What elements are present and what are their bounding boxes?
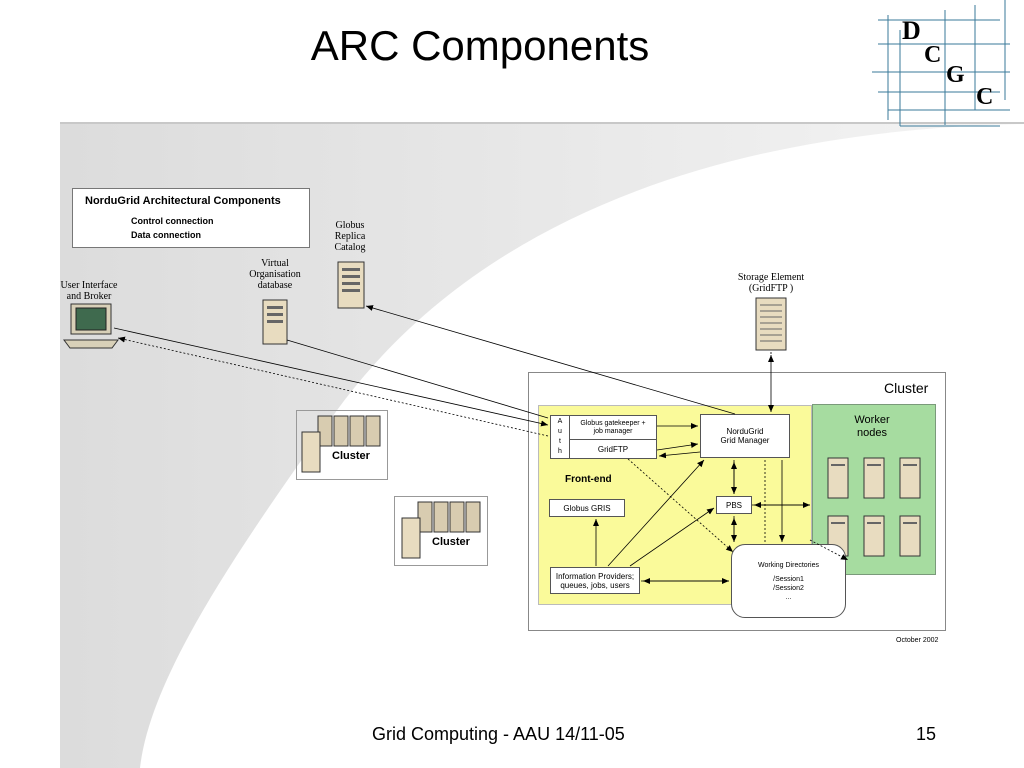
background-swoosh: [60, 122, 1024, 768]
slide-title: ARC Components: [310, 22, 650, 69]
legend-control-label: Control connection: [131, 216, 214, 226]
cluster2-label: Cluster: [430, 536, 472, 548]
logo-letter-c1: C: [924, 42, 942, 68]
gatekeeper-box: Globus gatekeeper + job manager: [569, 415, 657, 440]
cluster2-box: [394, 496, 488, 566]
cluster1-label: Cluster: [330, 450, 372, 462]
vo-database-label: Virtual Organisation database: [249, 258, 301, 291]
storage-element-label: Storage Element (GridFTP ): [737, 272, 805, 294]
user-interface-computer-icon: [63, 303, 119, 349]
frontend-label: Front-end: [565, 474, 612, 485]
page-number: 15: [916, 724, 937, 744]
globus-replica-label: Globus Replica Catalog: [334, 220, 366, 253]
legend-box: NorduGrid Architectural Components Contr…: [72, 188, 310, 248]
worker-nodes-label: Worker nodes: [854, 414, 890, 439]
auth-box: A u t h: [550, 415, 570, 459]
globus-replica-server-icon: [337, 261, 365, 309]
gridftp-box: GridFTP: [569, 439, 657, 459]
legend-title: NorduGrid Architectural Components: [85, 195, 281, 207]
main-cluster-title: Cluster: [884, 380, 929, 396]
ui-broker-label: User Interface and Broker: [60, 280, 118, 302]
info-providers-box: Information Providers; queues, jobs, use…: [550, 567, 640, 594]
working-directories-box: Working Directories /Session1 /Session2 …: [731, 544, 846, 618]
dcgc-logo-grid: [872, 0, 1010, 127]
footer-text: Grid Computing - AAU 14/11-05: [372, 724, 625, 744]
pbs-box: PBS: [716, 496, 752, 514]
cluster1-box: [296, 410, 388, 480]
grid-manager-box: NorduGrid Grid Manager: [700, 414, 790, 458]
diagram-date: October 2002: [896, 637, 939, 644]
logo-letter-c2: C: [976, 84, 994, 110]
logo-letter-g: G: [946, 62, 965, 88]
legend-data-label: Data connection: [131, 230, 202, 240]
storage-element-icon: [755, 297, 787, 351]
vo-database-server-icon: [262, 299, 288, 345]
cluster2-servers-icon: [401, 501, 481, 559]
logo-letter-d: D: [902, 16, 921, 45]
globus-gris-box: Globus GRIS: [549, 499, 625, 517]
